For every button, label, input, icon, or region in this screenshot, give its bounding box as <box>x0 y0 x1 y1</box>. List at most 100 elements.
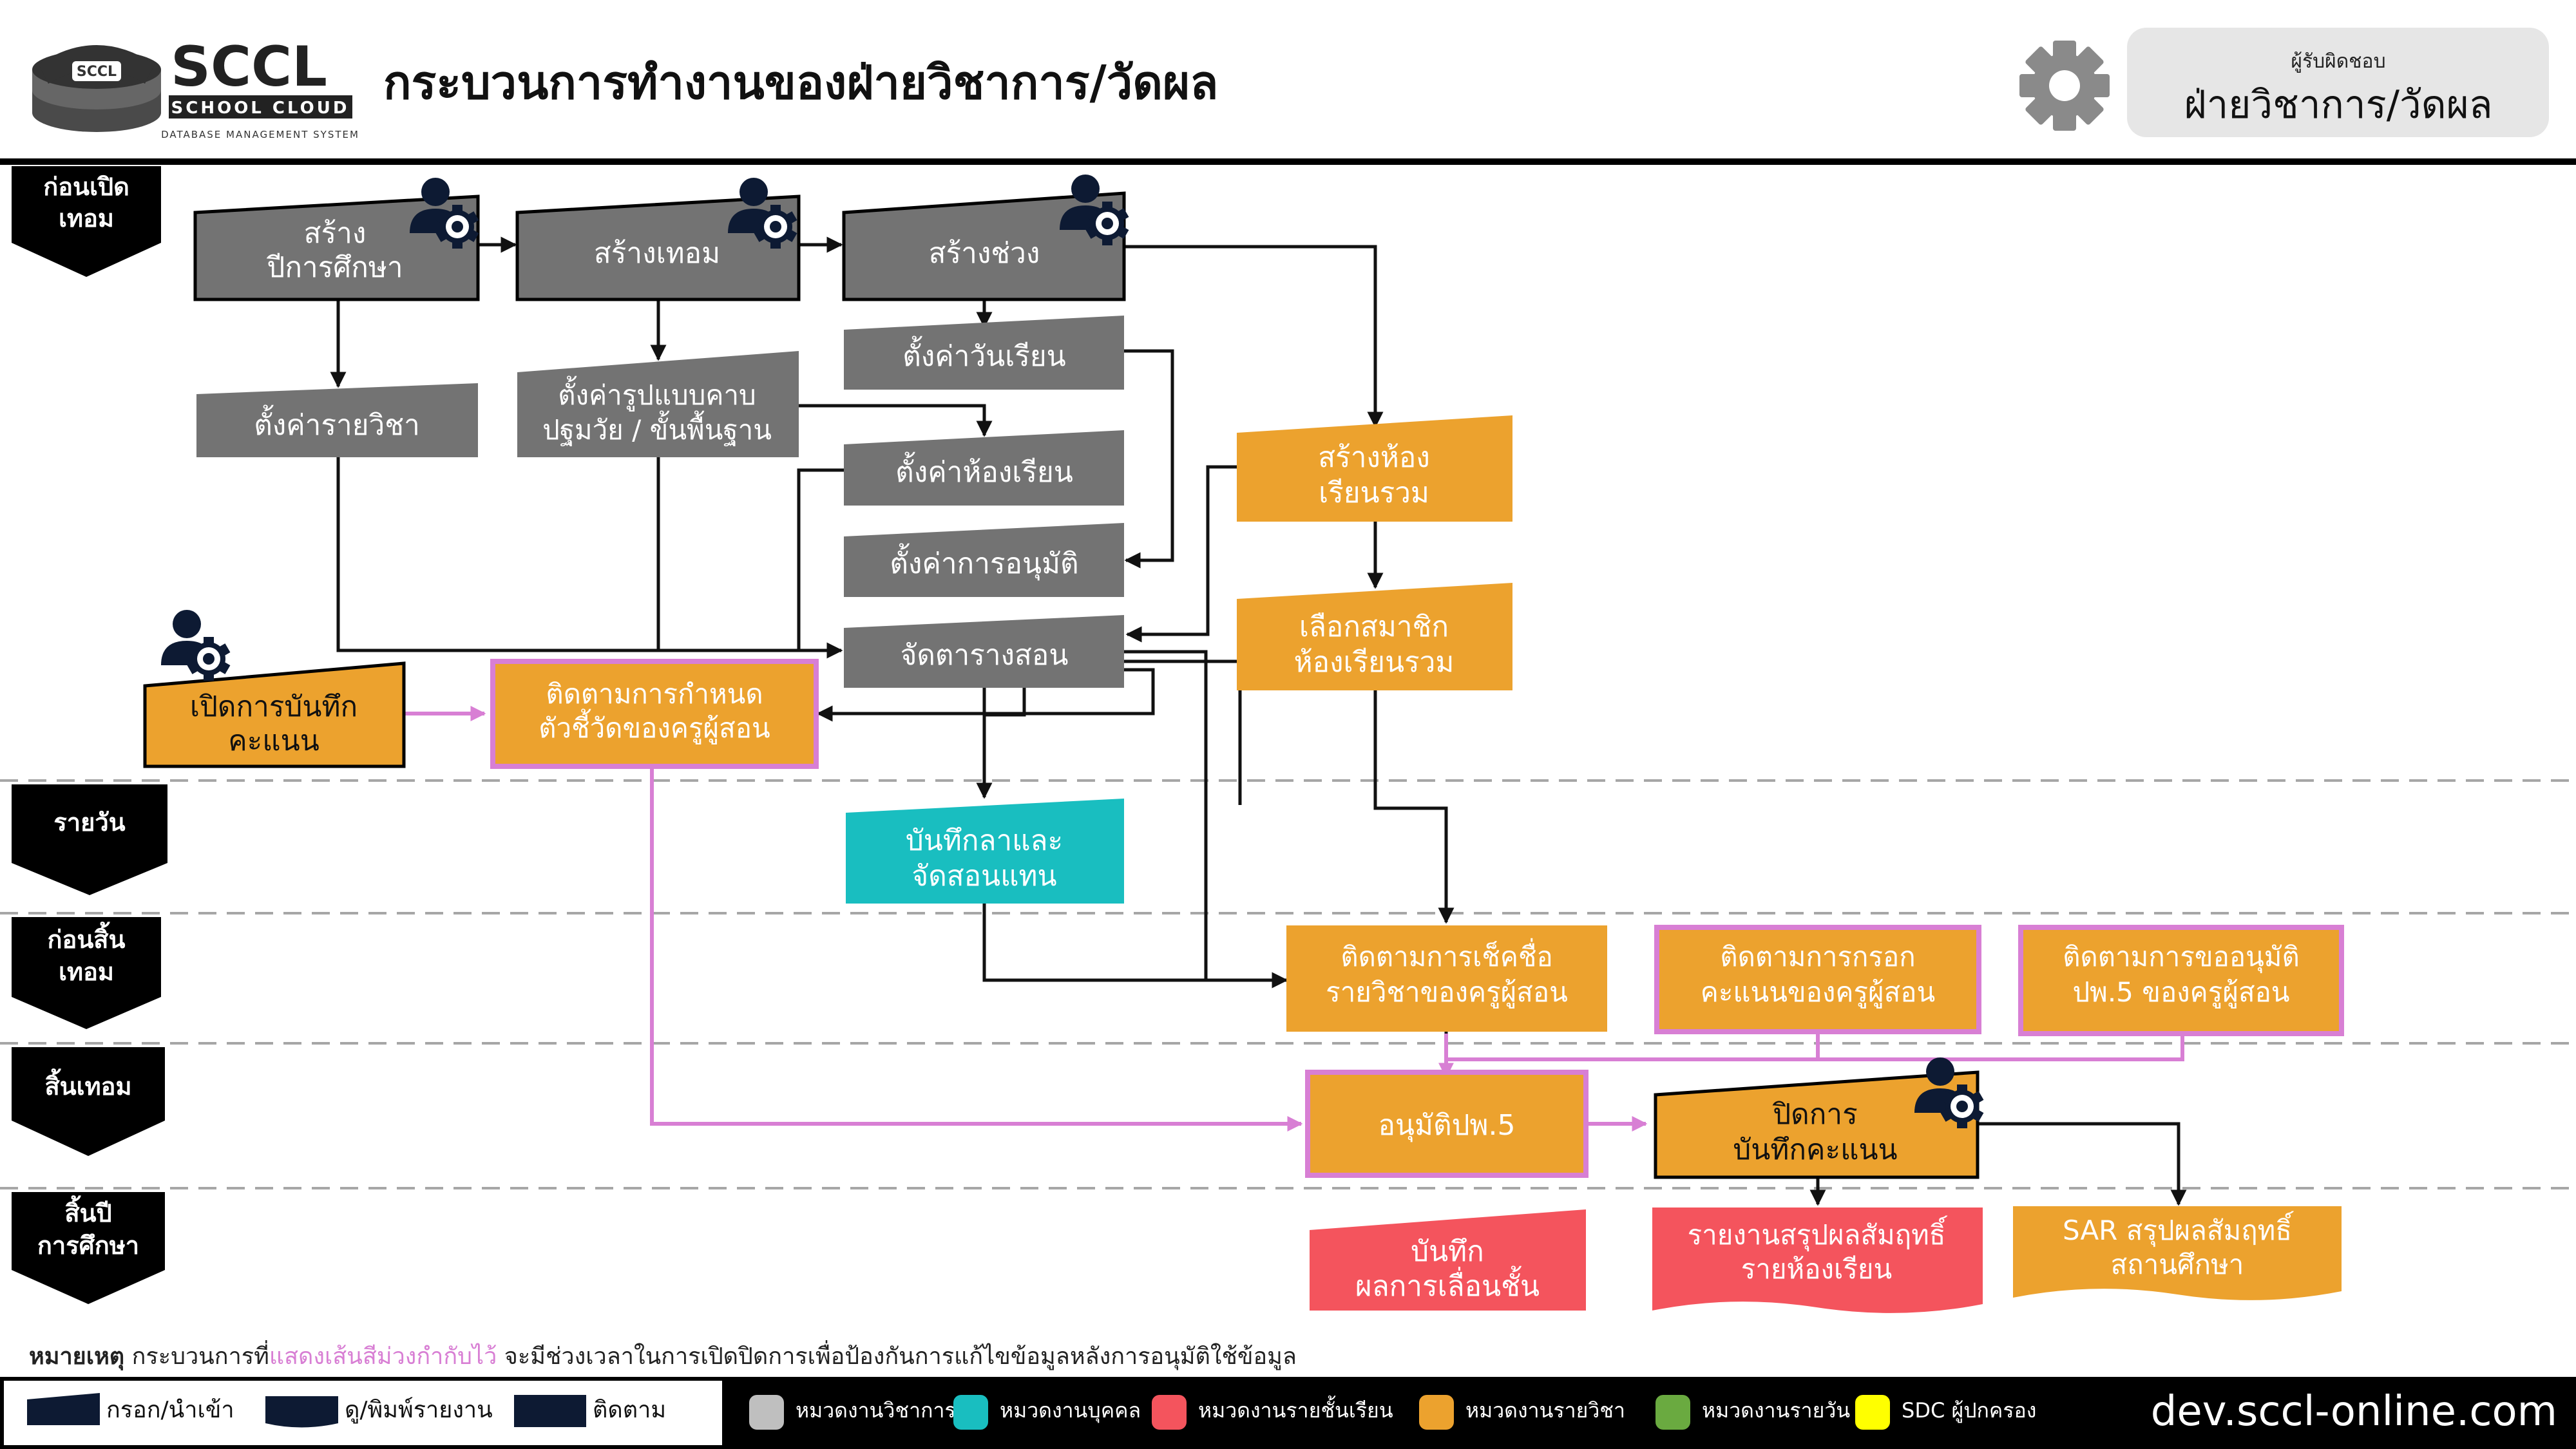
footnote-highlight: แสดงเส้นสีม่วงกำกับไว้ <box>269 1343 497 1370</box>
node-track-pp5[interactable]: ติดตามการขออนุมัติ ปพ.5 ของครูผู้สอน <box>2018 925 2344 1036</box>
node-create-year-line2: ปีการศึกษา <box>266 251 403 284</box>
legend-shape-input: กรอก/นำเข้า <box>27 1393 234 1425</box>
node-track-indicators[interactable]: ติดตามการกำหนด ตัวชี้วัดของครูผู้สอน <box>490 659 819 769</box>
lane-daily-label: รายวัน <box>53 808 125 837</box>
node-sar-report[interactable]: SAR สรุปผลสัมฤทธิ์ สถานศึกษา <box>2013 1206 2342 1300</box>
lane-term-end-label: สิ้นเทอม <box>44 1068 131 1101</box>
footnote-part2: จะมีช่วงเวลาในการเปิดปิดการเพื่อป้องกันก… <box>497 1340 1297 1370</box>
node-set-classroom-label: ตั้งค่าห้องเรียน <box>895 451 1073 489</box>
node-set-classroom[interactable]: ตั้งค่าห้องเรียน <box>844 430 1124 506</box>
node-create-period-label: สร้างช่วง <box>929 237 1040 270</box>
node-set-school-day-label: ตั้งค่าวันเรียน <box>902 336 1066 373</box>
node-class-report-line1: รายงานสรุปผลสัมฤทธิ์ <box>1688 1215 1948 1252</box>
node-create-term-label: สร้างเทอม <box>594 237 720 270</box>
legend-shape-track: ติดตาม <box>514 1395 666 1427</box>
footnote-part1: กระบวนการที่ <box>124 1340 269 1370</box>
node-set-template[interactable]: ตั้งค่ารูปแบบคาบ ปฐมวัย / ขั้นพื้นฐาน <box>517 351 799 457</box>
node-open-grading-line1: เปิดการบันทึก <box>190 690 358 723</box>
node-track-attendance-line1: ติดตามการเช็คชื่อ <box>1340 938 1552 972</box>
legend-category-subject-label: หมวดงานรายวิชา <box>1465 1398 1625 1423</box>
logo-tag: DATABASE MANAGEMENT SYSTEM <box>161 129 359 140</box>
logo: SCCL <box>32 45 161 132</box>
node-track-pp5-line1: ติดตามการขออนุมัติ <box>2063 941 2300 974</box>
node-schedule[interactable]: จัดตารางสอน <box>844 615 1124 688</box>
node-set-template-line2: ปฐมวัย / ขั้นพื้นฐาน <box>542 410 772 446</box>
node-approve-pp5-label: อนุมัติปพ.5 <box>1379 1109 1516 1142</box>
node-class-report-line2: รายห้องเรียน <box>1741 1253 1892 1285</box>
logo-sub-bar <box>169 95 352 118</box>
lane-term-end: สิ้นเทอม <box>12 1047 165 1156</box>
connectors <box>330 236 2187 1206</box>
node-create-term[interactable]: สร้างเทอม <box>515 178 801 301</box>
legend-shape-track-label: ติดตาม <box>593 1397 666 1423</box>
node-create-year-line1: สร้าง <box>304 217 367 250</box>
node-approve-pp5[interactable]: อนุมัติปพ.5 <box>1305 1070 1589 1178</box>
node-sar-report-line2: สถานศึกษา <box>2111 1249 2244 1280</box>
node-track-attendance[interactable]: ติดตามการเช็คชื่อ รายวิชาของครูผู้สอน <box>1286 925 1607 1032</box>
node-set-approval[interactable]: ตั้งค่าการอนุมัติ <box>844 523 1124 597</box>
lane-daily: รายวัน <box>12 784 167 895</box>
logo-name: SCCL <box>171 35 327 99</box>
node-class-report[interactable]: รายงานสรุปผลสัมฤทธิ์ รายห้องเรียน <box>1652 1208 1983 1313</box>
node-track-indicators-line1: ติดตามการกำหนด <box>546 678 763 710</box>
legend-category-subject: หมวดงานรายวิชา <box>1419 1395 1625 1430</box>
lane-pre-end-line1: ก่อนสิ้น <box>48 922 126 954</box>
lane-year-end: สิ้นปี การศึกษา <box>12 1192 165 1304</box>
node-close-grading-line1: ปิดการ <box>1772 1098 1858 1131</box>
node-create-joint-room-line2: เรียนรวม <box>1319 477 1429 509</box>
node-track-scores-line2: คะแนนของครูผู้สอน <box>1701 976 1935 1009</box>
node-set-template-line1: ตั้งค่ารูปแบบคาบ <box>558 375 756 412</box>
header: SCCL SCCL SCHOOL CLOUD DATABASE MANAGEME… <box>0 0 2576 161</box>
node-promotion-record[interactable]: บันทึก ผลการเลื่อนชั้น <box>1310 1209 1586 1311</box>
node-select-members-line1: เลือกสมาชิก <box>1299 611 1449 643</box>
node-set-approval-label: ตั้งค่าการอนุมัติ <box>890 543 1078 581</box>
node-open-grading[interactable]: เปิดการบันทึก คะแนน <box>143 610 406 768</box>
node-track-indicators-line2: ตัวชี้วัดของครูผู้สอน <box>539 708 770 744</box>
legend-shape-panel <box>4 1381 722 1445</box>
lane-year-end-line1: สิ้นปี <box>64 1195 111 1227</box>
legend-category-academic-label: หมวดงานวิชาการ <box>796 1398 956 1423</box>
node-sar-report-line1: SAR สรุปผลสัมฤทธิ์ <box>2063 1211 2294 1247</box>
legend-category-class-label: หมวดงานรายชั้นเรียน <box>1198 1396 1393 1423</box>
node-leave-sub[interactable]: บันทึกลาและ จัดสอนแทน <box>846 799 1124 904</box>
node-track-attendance-line2: รายวิชาของครูผู้สอน <box>1326 976 1568 1009</box>
legend-category-personnel: หมวดงานบุคคล <box>953 1395 1141 1430</box>
purple-connectors <box>405 706 2184 1132</box>
legend-shape-input-label: กรอก/นำเข้า <box>106 1397 234 1423</box>
lane-separators <box>0 779 2576 1189</box>
legend-bar: กรอก/นำเข้า ดู/พิมพ์รายงาน ติดตาม หมวดงา… <box>0 1377 2576 1449</box>
node-set-subject-label: ตั้งค่ารายวิชา <box>254 404 420 442</box>
node-create-year[interactable]: สร้าง ปีการศึกษา <box>193 178 480 301</box>
node-create-joint-room[interactable]: สร้างห้อง เรียนรวม <box>1237 415 1512 522</box>
logo-sub: SCHOOL CLOUD <box>171 99 350 118</box>
node-select-members[interactable]: เลือกสมาชิก ห้องเรียนรวม <box>1237 583 1512 690</box>
node-select-members-line2: ห้องเรียนรวม <box>1294 646 1455 679</box>
legend-category-daily-label: หมวดงานรายวัน <box>1702 1398 1850 1423</box>
footnote: หมายเหตุ กระบวนการที่แสดงเส้นสีม่วงกำกับ… <box>29 1340 1297 1371</box>
legend-category-class: หมวดงานรายชั้นเรียน <box>1152 1395 1393 1430</box>
lane-year-end-line2: การศึกษา <box>37 1231 139 1260</box>
legend-category-sdc-label: SDC ผู้ปกครอง <box>1902 1398 2036 1423</box>
node-close-grading[interactable]: ปิดการ บันทึกคะแนน <box>1654 1057 1984 1179</box>
lane-pre-term-line1: ก่อนเปิด <box>43 173 129 201</box>
node-leave-sub-line1: บันทึกลาและ <box>906 824 1063 857</box>
node-promotion-record-line2: ผลการเลื่อนชั้น <box>1355 1265 1540 1303</box>
node-set-school-day[interactable]: ตั้งค่าวันเรียน <box>844 316 1124 390</box>
page-title: กระบวนการทำงานของฝ่ายวิชาการ/วัดผล <box>383 55 1218 109</box>
node-open-grading-line2: คะแนน <box>228 724 320 757</box>
site-url[interactable]: dev.sccl-online.com <box>2151 1388 2557 1435</box>
node-set-subject[interactable]: ตั้งค่ารายวิชา <box>196 383 478 457</box>
node-close-grading-line2: บันทึกคะแนน <box>1733 1133 1897 1166</box>
owner-box <box>2127 28 2549 137</box>
admin-icon <box>161 610 231 681</box>
footnote-prefix: หมายเหตุ <box>29 1343 124 1371</box>
owner-value: ฝ่ายวิชาการ/วัดผล <box>2184 82 2492 128</box>
lane-pre-end: ก่อนสิ้น เทอม <box>12 917 161 1029</box>
node-track-scores[interactable]: ติดตามการกรอก คะแนนของครูผู้สอน <box>1654 925 1981 1034</box>
legend-category-sdc: SDC ผู้ปกครอง <box>1855 1395 2036 1430</box>
legend-shape-report: ดู/พิมพ์รายงาน <box>265 1396 493 1428</box>
node-leave-sub-line2: จัดสอนแทน <box>911 860 1056 893</box>
legend-category-academic: หมวดงานวิชาการ <box>749 1395 956 1430</box>
node-create-period[interactable]: สร้างช่วง <box>842 175 1129 301</box>
